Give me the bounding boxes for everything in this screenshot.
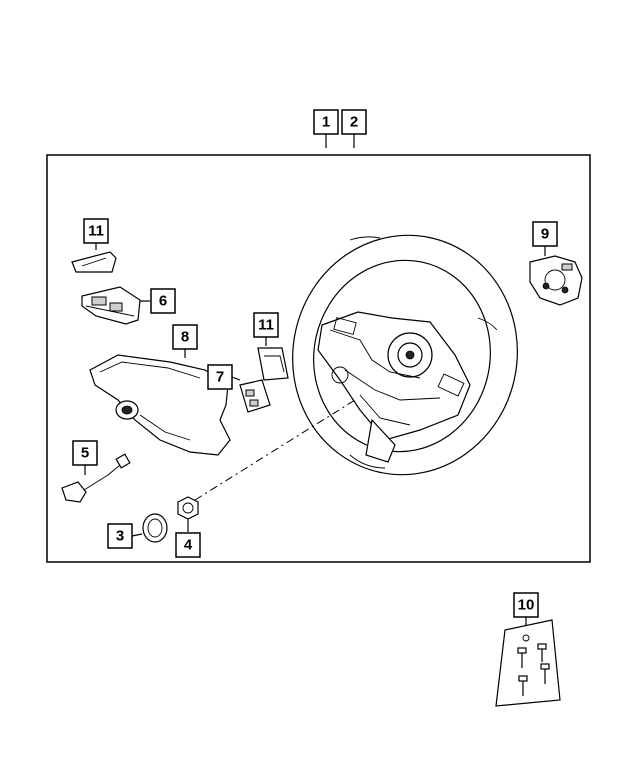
steering-wheel-icon[interactable] xyxy=(270,214,539,495)
wiring-connector-icon[interactable] xyxy=(61,453,131,503)
clockspring-icon[interactable] xyxy=(529,255,583,306)
callout-7[interactable]: 7 xyxy=(207,364,241,390)
callout-2-label: 2 xyxy=(350,114,358,131)
callout-10-label: 10 xyxy=(518,597,535,614)
callout-11-middle[interactable]: 11 xyxy=(253,312,279,346)
callout-7-label: 7 xyxy=(216,369,224,386)
nut-icon[interactable] xyxy=(177,496,199,520)
trim-bezel-icon[interactable] xyxy=(71,251,117,273)
trim-bezel-icon[interactable] xyxy=(257,347,289,381)
assembly-guide-line xyxy=(194,399,356,501)
callout-4[interactable]: 4 xyxy=(175,519,201,558)
switch-icon[interactable] xyxy=(81,286,141,325)
callout-1[interactable]: 1 xyxy=(313,109,339,148)
callout-8-label: 8 xyxy=(181,329,189,346)
callout-5-label: 5 xyxy=(81,445,89,462)
callout-9[interactable]: 9 xyxy=(532,221,558,256)
callout-1-label: 1 xyxy=(322,114,330,131)
callout-2[interactable]: 2 xyxy=(341,109,367,148)
callout-3[interactable]: 3 xyxy=(107,523,143,549)
callout-9-label: 9 xyxy=(541,226,549,243)
callout-11-upper-label: 11 xyxy=(88,223,104,240)
airbag-cover-icon[interactable] xyxy=(89,354,231,456)
callout-3-label: 3 xyxy=(116,528,124,545)
bolt-bag-icon[interactable] xyxy=(495,619,561,707)
callout-6[interactable]: 6 xyxy=(140,288,176,314)
callout-11-middle-label: 11 xyxy=(258,317,274,334)
callout-5[interactable]: 5 xyxy=(72,440,98,475)
callout-10[interactable]: 10 xyxy=(513,592,539,628)
callout-6-label: 6 xyxy=(159,293,167,310)
assembly-frame xyxy=(46,154,591,563)
switch-icon[interactable] xyxy=(239,379,271,413)
callout-8[interactable]: 8 xyxy=(172,324,198,358)
plug-icon[interactable] xyxy=(142,513,168,543)
callout-4-label: 4 xyxy=(184,537,193,554)
callout-11-upper[interactable]: 11 xyxy=(83,218,109,250)
